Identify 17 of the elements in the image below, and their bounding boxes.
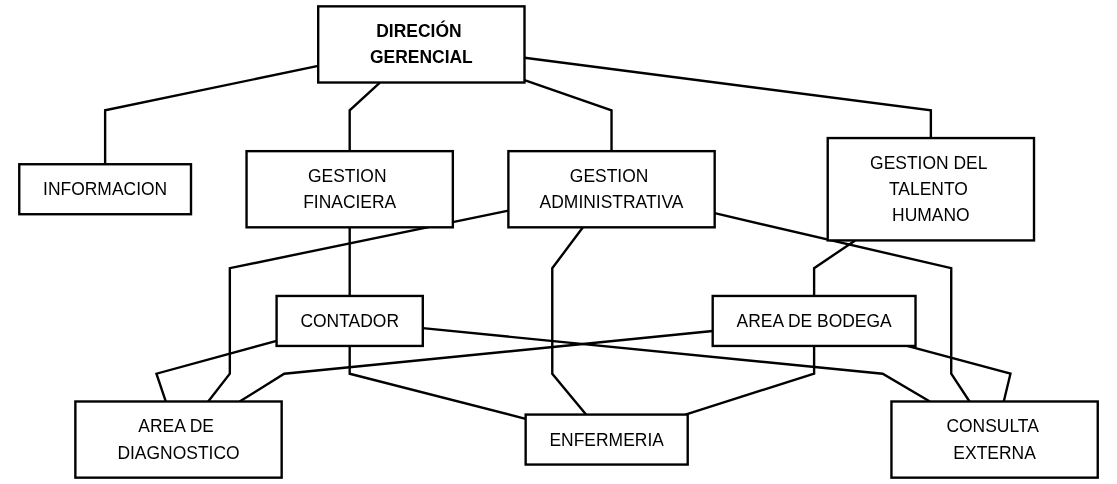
connector (524, 79, 613, 152)
connector (348, 227, 351, 296)
node-box: INFORMACION (18, 163, 193, 216)
connector (103, 64, 319, 165)
node-box: GESTION FINACIERA (245, 149, 455, 229)
node-box: CONTADOR (275, 294, 424, 348)
node-box: ENFERMERIA (524, 413, 689, 466)
node-box: GESTION DEL TALENTO HUMANO (826, 136, 1036, 242)
node-box: CONSULTA EXTERNA (890, 400, 1099, 479)
connector (524, 56, 933, 139)
node-box: AREA DE DIAGNOSTICO (74, 400, 283, 479)
node-box: GESTION ADMINISTRATIVA (507, 149, 716, 229)
node-box: AREA DE BODEGA (711, 294, 917, 348)
connector (154, 339, 277, 402)
connector (685, 345, 816, 416)
node-box: DIRECIÓN GERENCIAL (317, 5, 526, 84)
connector (348, 345, 526, 420)
